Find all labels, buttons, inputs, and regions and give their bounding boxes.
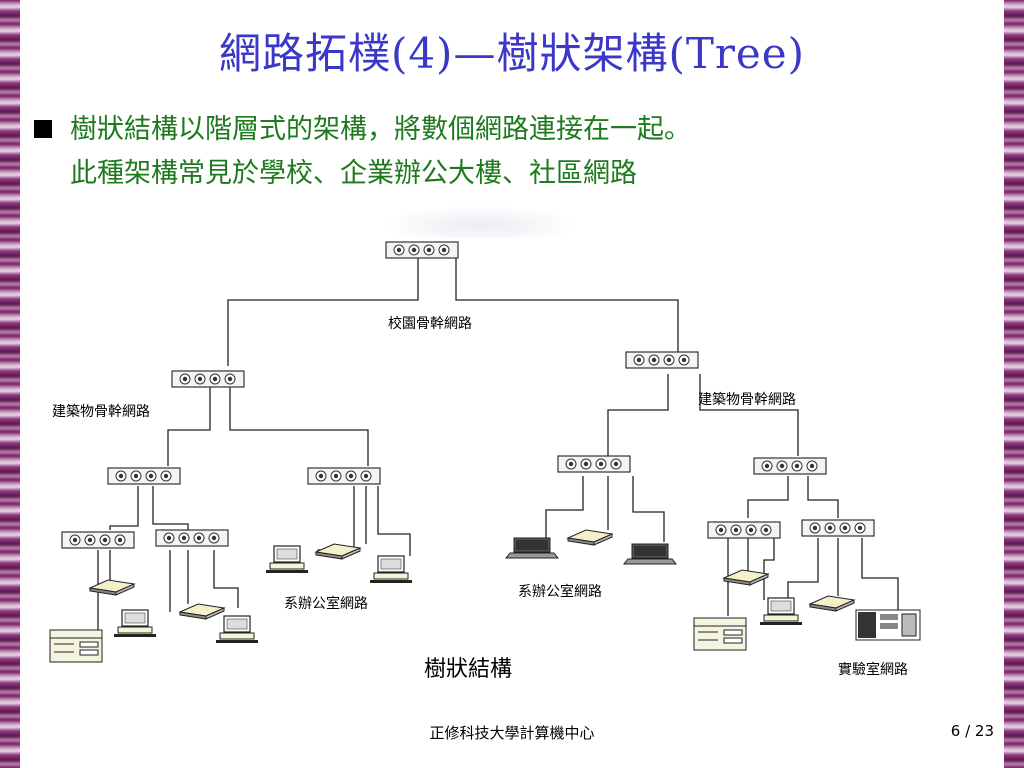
footer-organization: 正修科技大學計算機中心 [429,724,595,742]
hub-left-office [307,467,381,485]
mainframe-device [855,609,921,641]
tree-topology-diagram: 校園骨幹網路 建築物骨幹網路 建築物骨幹網路 系辦公室網路 系辦公室網路 實驗室… [48,238,944,686]
connection-lines [97,258,899,630]
slide: 網路拓樸(4)—樹狀架構(Tree) 樹狀結構以階層式的架構，將數個網路連接在一… [20,0,1004,768]
hub-root [385,241,459,259]
server-device [49,629,103,663]
server-device [693,617,747,651]
workstation-device [179,603,225,620]
hub-lab-left [707,521,781,539]
workstation-device [809,595,855,612]
pc-device [369,555,413,584]
bullet-line-1: 樹狀結構以階層式的架構，將數個網路連接在一起。 [70,114,691,145]
hub-left-right [155,529,229,547]
right-decorative-border [1004,0,1024,768]
laptop-device [505,537,559,559]
workstation-device [723,569,769,586]
hub-right-lab-parent [753,457,827,475]
workstation-device [567,529,613,546]
pc-device [265,545,309,574]
laptop-device [623,543,677,565]
left-decorative-border [0,0,20,768]
workstation-device [89,579,135,596]
label-office-network-right: 系辦公室網路 [518,583,602,600]
square-bullet-icon [34,120,52,138]
hub-right-office [557,455,631,473]
label-building-backbone-left: 建築物骨幹網路 [52,403,150,420]
hub-lab-right [801,519,875,537]
pc-device [759,597,803,626]
footer-page-number: 6 / 23 [950,722,994,740]
pc-device [113,609,157,638]
pc-device [215,615,259,644]
hub-left-branch-1 [107,467,181,485]
bullet-item: 樹狀結構以階層式的架構，將數個網路連接在一起。 此種架構常見於學校、企業辦公大樓… [34,108,1004,196]
label-building-backbone-right: 建築物骨幹網路 [698,391,796,408]
hub-building-right [625,351,699,369]
bullet-line-2: 此種架構常見於學校、企業辦公大樓、社區網路 [70,158,637,189]
hub-left-left [61,531,135,549]
label-office-network-left: 系辦公室網路 [284,595,368,612]
slide-title: 網路拓樸(4)—樹狀架構(Tree) [218,29,806,78]
diagram-caption: 樹狀結構 [424,657,512,682]
label-lab-network: 實驗室網路 [838,661,908,678]
bullet-text: 樹狀結構以階層式的架構，將數個網路連接在一起。 此種架構常見於學校、企業辦公大樓… [70,108,1004,196]
label-campus-backbone: 校園骨幹網路 [388,315,472,332]
hub-building-left [171,370,245,388]
tree-diagram-svg: 校園骨幹網路 建築物骨幹網路 建築物骨幹網路 系辦公室網路 系辦公室網路 實驗室… [49,241,921,682]
